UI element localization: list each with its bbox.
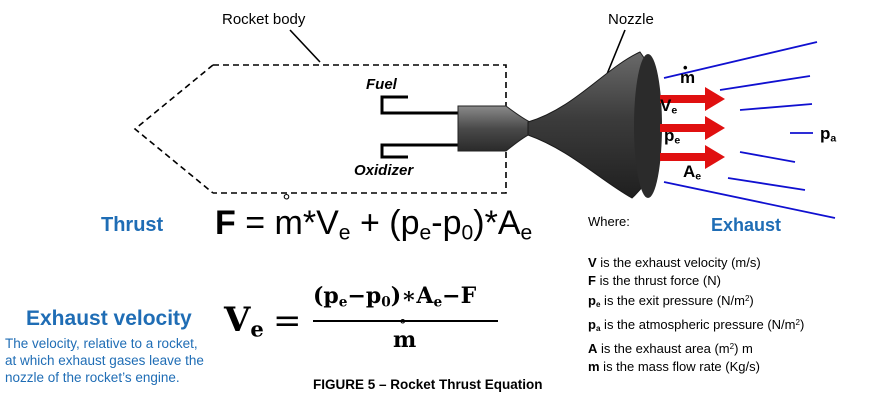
fraction-bar (313, 320, 498, 322)
legend-item: m is the mass flow rate (Kg/s) (588, 359, 760, 375)
exhaust-ae-label: Ae (683, 162, 702, 183)
fuel-line (380, 95, 460, 115)
rocket-body-leader (289, 29, 321, 63)
legend-item: A is the exhaust area (m2) m (588, 341, 753, 357)
exhaust-velocity-description: The velocity, relative to a rocket, at w… (5, 335, 204, 386)
figure-caption: FIGURE 5 – Rocket Thrust Equation (313, 377, 543, 392)
description-line: The velocity, relative to a rocket, (5, 336, 198, 351)
oxidizer-line (380, 143, 460, 159)
variable-legend: V is the exhaust velocity (m/s) F is the… (588, 254, 804, 376)
nozzle-label: Nozzle (608, 11, 654, 28)
nozzle-exit (634, 54, 662, 198)
exhaust-pe-label: pe (664, 126, 681, 147)
exhaust-mdot-label: •m (680, 60, 696, 87)
exhaust-ve-label: Ve (660, 96, 678, 117)
legend-item: pe is the exit pressure (N/m2) (588, 293, 754, 310)
exhaust-plume-lines (663, 41, 836, 219)
ve-equation-numerator: (pe−p0)∗Ae−F (313, 283, 477, 311)
exhaust-velocity-heading: Exhaust velocity (26, 307, 192, 330)
ve-equation-lhs: Ve (224, 300, 264, 342)
exhaust-arrow-2 (660, 116, 725, 140)
combustion-chamber (457, 105, 531, 152)
oxidizer-label: Oxidizer (354, 162, 414, 179)
exhaust-arrow-1 (660, 87, 725, 111)
fuel-label: Fuel (366, 76, 397, 93)
legend-item: V is the exhaust velocity (m/s) (588, 255, 761, 270)
where-title: Where: (588, 214, 630, 229)
thrust-equation: F = °m *Ve + (pe-p0)*Ae (215, 191, 533, 245)
description-line: nozzle of the rocket’s engine. (5, 370, 180, 385)
exhaust-heading: Exhaust (711, 215, 782, 235)
ve-equation-eq: = (273, 301, 302, 341)
description-line: at which exhaust gases leave the (5, 353, 204, 368)
exhaust-arrow-3 (660, 145, 725, 169)
thrust-heading: Thrust (101, 214, 164, 236)
exhaust-arrows (660, 87, 725, 169)
rocket-body-label: Rocket body (222, 11, 306, 28)
rocket-body-outline (133, 64, 507, 194)
ve-equation-denominator: °m (393, 316, 417, 353)
legend-item: F is the thrust force (N) (588, 273, 721, 288)
ambient-pressure-label: pa (820, 124, 837, 145)
legend-item: pa is the atmospheric pressure (N/m2) (588, 317, 805, 334)
